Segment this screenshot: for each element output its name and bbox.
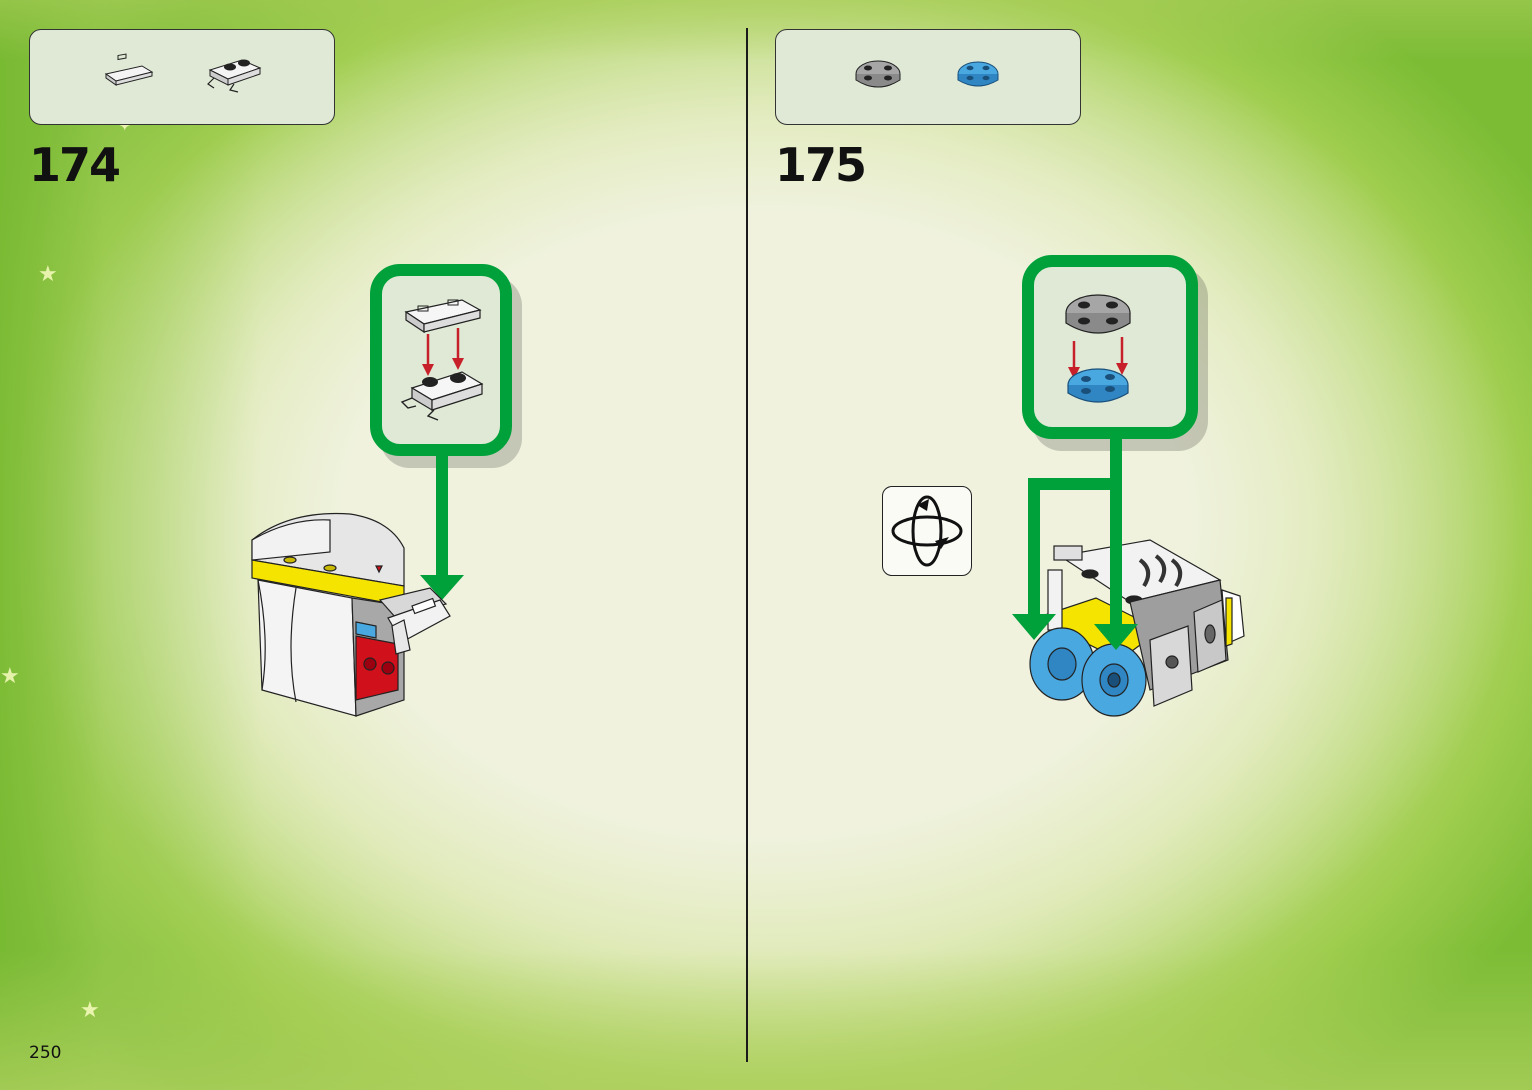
trans-blue-round-plate-drawing [1068, 369, 1128, 402]
parts-list-175-art [776, 30, 1080, 124]
gray-round-plate-icon [856, 61, 900, 87]
rotate-arrows-icon [883, 487, 971, 575]
white-plate-with-clips-icon [208, 60, 260, 93]
sub-assembly-174-art [382, 276, 500, 444]
page-number: 250 [29, 1043, 61, 1063]
star-decoration: ★ [80, 998, 100, 1023]
parts-list-175 [775, 29, 1081, 125]
jumper-plate-drawing [406, 300, 480, 332]
sub-assembly-callout-174 [370, 264, 512, 456]
page-divider [746, 28, 748, 1062]
sub-assembly-callout-175 [1022, 255, 1198, 439]
trans-blue-round-plate-icon [958, 62, 998, 86]
parts-list-174 [29, 29, 335, 125]
gray-round-plate-drawing [1066, 295, 1130, 333]
red-arrows-icon [422, 328, 464, 376]
rotate-model-icon [882, 486, 972, 576]
star-decoration: ★ [0, 664, 20, 689]
step-number-174: 174 [29, 138, 119, 192]
step-number-175: 175 [775, 138, 865, 192]
white-jumper-plate-icon [106, 54, 152, 85]
sub-assembly-175-art [1034, 267, 1186, 427]
background-glow-bottom [0, 950, 1532, 1090]
star-decoration: ★ [38, 262, 58, 287]
parts-list-174-art [30, 30, 334, 124]
plate-with-clips-drawing [402, 372, 482, 420]
